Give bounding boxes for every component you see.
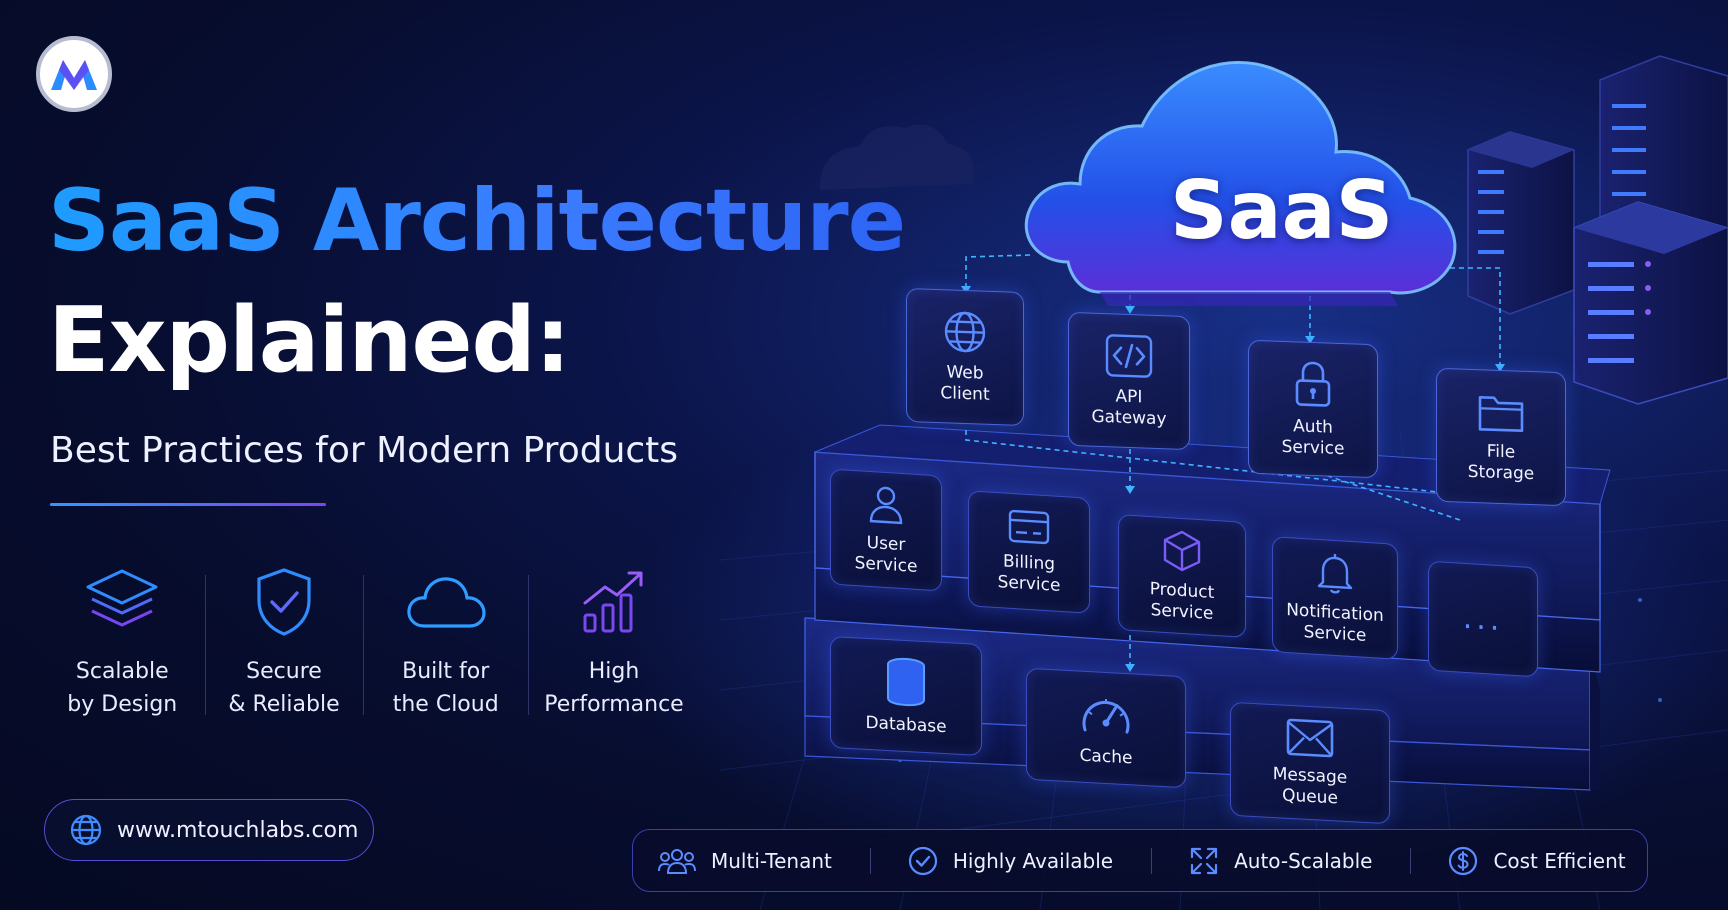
m-logo-icon [51, 60, 97, 90]
benefit-label: Cost Efficient [1493, 848, 1626, 873]
gauge-icon [1082, 698, 1130, 734]
accent-divider [50, 503, 326, 506]
card-billing-service[interactable]: Billing Service [968, 490, 1090, 614]
card-message-queue[interactable]: Message Queue [1230, 701, 1390, 825]
benefit-highly-available: Highly Available [907, 830, 1113, 891]
card-label: Product Service [1149, 579, 1215, 624]
headline-line-2: Explained: [48, 288, 571, 393]
more-icon: ... [1462, 600, 1504, 638]
cube-icon [1163, 530, 1201, 572]
card-product-service[interactable]: Product Service [1118, 514, 1246, 638]
cloud-icon [407, 577, 486, 628]
folder-icon [1478, 395, 1524, 433]
card-label: Cache [1079, 745, 1133, 768]
card-label: Billing Service [997, 551, 1061, 596]
database-icon [887, 657, 925, 706]
brand-logo[interactable] [36, 36, 112, 112]
mail-icon [1286, 718, 1334, 758]
subheadline: Best Practices for Modern Products [50, 430, 679, 471]
dollar-circle-icon [1449, 846, 1478, 875]
card-api-gateway[interactable]: API Gateway [1068, 311, 1190, 451]
divider [869, 847, 871, 874]
benefit-auto-scalable: Auto-Scalable [1188, 830, 1372, 891]
expand-icon [1190, 847, 1218, 874]
benefit-label: Highly Available [952, 848, 1114, 873]
shield-check-icon [257, 568, 311, 636]
chart-growth-icon [583, 571, 643, 633]
website-link[interactable]: www.mtouchlabs.com [44, 799, 374, 861]
divider [1410, 847, 1412, 874]
card-more-services[interactable]: ... [1428, 560, 1538, 678]
divider [1151, 847, 1153, 874]
benefit-label: Multi-Tenant [711, 848, 832, 873]
card-notification-service[interactable]: Notification Service [1272, 536, 1398, 660]
check-circle-icon [908, 846, 937, 875]
card-label: Web Client [940, 362, 990, 405]
bell-icon [1317, 553, 1353, 594]
server-rack-icon [1573, 201, 1728, 405]
lock-icon [1295, 361, 1331, 407]
card-cache[interactable]: Cache [1026, 667, 1186, 789]
benefit-label: Auto-Scalable [1234, 848, 1373, 873]
card-label: Notification Service [1286, 600, 1384, 646]
card-label: Auth Service [1281, 416, 1345, 460]
globe-icon [70, 814, 102, 846]
card-file-storage[interactable]: File Storage [1436, 367, 1566, 507]
benefit-multi-tenant: Multi-Tenant [657, 830, 832, 891]
user-icon [869, 486, 903, 525]
card-label: Database [865, 712, 947, 737]
headline-line-1: SaaS Architecture [48, 171, 906, 271]
users-icon [658, 848, 696, 874]
layers-icon [86, 569, 158, 627]
benefit-cost-efficient: Cost Efficient [1447, 830, 1626, 891]
card-label: Message Queue [1272, 764, 1348, 809]
saas-cloud-icon [1024, 61, 1457, 306]
globe-icon [944, 311, 986, 353]
card-label: File Storage [1467, 441, 1535, 485]
card-label: API Gateway [1091, 386, 1167, 430]
feature-label: Secure& Reliable [228, 659, 340, 717]
card-web-client[interactable]: Web Client [906, 287, 1024, 427]
card-database[interactable]: Database [830, 636, 982, 756]
credit-card-icon [1008, 509, 1050, 545]
feature-secure: Secure& Reliable [204, 565, 364, 717]
cloud-label: SaaS [1170, 164, 1394, 257]
benefits-bar: Multi-Tenant Highly Available Auto-Scala… [632, 829, 1648, 892]
card-label: User Service [854, 532, 918, 577]
code-icon [1105, 334, 1153, 378]
card-auth-service[interactable]: Auth Service [1248, 339, 1378, 479]
server-rack-icon [1467, 131, 1575, 315]
card-user-service[interactable]: User Service [830, 468, 942, 592]
website-url: www.mtouchlabs.com [117, 817, 359, 843]
